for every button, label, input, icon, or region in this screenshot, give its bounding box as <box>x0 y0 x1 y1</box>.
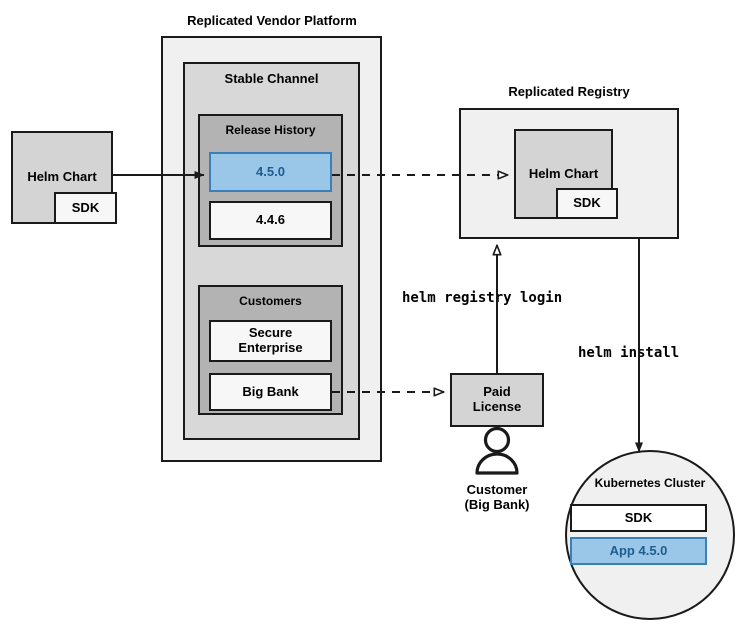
person-icon <box>475 426 519 475</box>
node-release-4-4-6-label: 4.4.6 <box>256 212 285 228</box>
node-release-4-4-6[interactable]: 4.4.6 <box>209 201 332 240</box>
node-cluster-app-label: App 4.5.0 <box>609 542 668 558</box>
container-customers-label: Customers <box>239 294 302 308</box>
container-stable-channel-label: Stable Channel <box>224 71 319 86</box>
container-kubernetes-cluster <box>565 450 735 620</box>
node-cluster-sdk-label: SDK <box>624 509 653 525</box>
node-customer-big-bank[interactable]: Big Bank <box>209 373 332 411</box>
node-customer-secure-enterprise-label: Secure Enterprise <box>238 325 303 355</box>
command-helm-install: helm install <box>578 345 680 361</box>
node-paid-license[interactable]: Paid License <box>450 373 544 427</box>
command-helm-registry-login: helm registry login <box>402 290 563 306</box>
node-sdk-left-label: SDK <box>71 199 100 215</box>
node-release-4-5-0[interactable]: 4.5.0 <box>209 152 332 192</box>
node-release-4-5-0-label: 4.5.0 <box>256 163 285 179</box>
customer-person-label: Customer (Big Bank) <box>464 482 530 512</box>
node-sdk-registry[interactable]: SDK <box>556 188 618 219</box>
container-release-history-label: Release History <box>225 123 316 137</box>
title-replicated-vendor-platform: Replicated Vendor Platform <box>187 13 357 28</box>
node-helm-chart-registry-label: Helm Chart <box>528 165 599 181</box>
container-kubernetes-cluster-label: Kubernetes Cluster <box>594 476 706 490</box>
node-customer-secure-enterprise[interactable]: Secure Enterprise <box>209 320 332 362</box>
node-sdk-registry-label: SDK <box>573 195 601 211</box>
node-paid-license-label: Paid License <box>472 384 522 414</box>
node-cluster-sdk[interactable]: SDK <box>570 504 707 532</box>
node-helm-chart-left-label: Helm Chart <box>27 169 97 185</box>
node-customer-big-bank-label: Big Bank <box>242 383 299 399</box>
node-cluster-app[interactable]: App 4.5.0 <box>570 537 707 565</box>
node-sdk-left[interactable]: SDK <box>54 192 117 224</box>
title-replicated-registry: Replicated Registry <box>508 84 630 99</box>
